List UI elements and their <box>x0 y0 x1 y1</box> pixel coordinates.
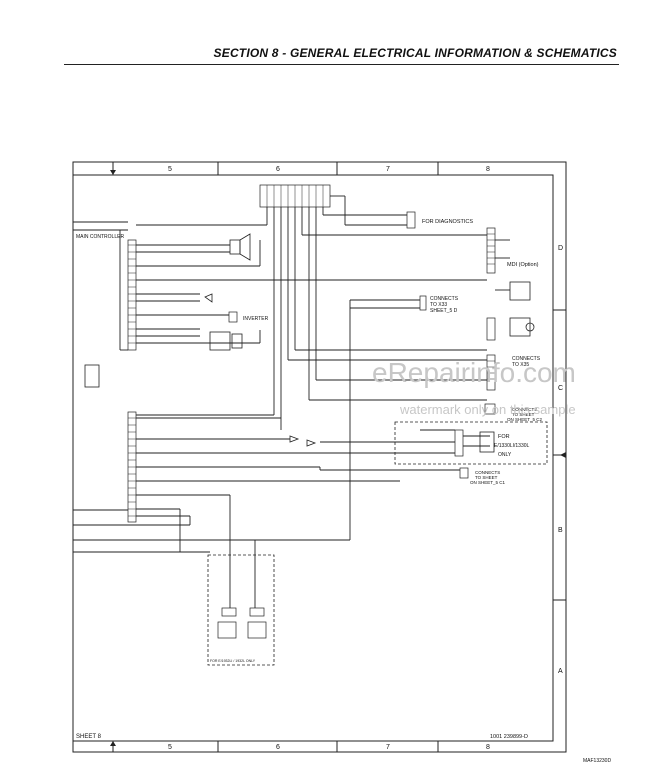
connects-x35-line1: CONNECTS <box>512 356 541 362</box>
watermark-line1: eRepairinfo.com <box>372 357 576 388</box>
col-label-6: 6 <box>276 166 280 173</box>
connects-x33-line3: SHEET_5 D <box>430 308 458 314</box>
col-label-5-bottom: 5 <box>168 744 172 751</box>
sheet-label: SHEET 8 <box>76 734 102 740</box>
connects-c2-line2: TO SHEET <box>512 412 535 417</box>
main-controller-connector-top <box>127 239 137 351</box>
connects-x33-line2: TO X33 <box>430 302 447 308</box>
mdi-connector <box>486 227 496 274</box>
x33-connector <box>419 295 427 311</box>
model-label: E/1330LI/1330L <box>494 443 530 449</box>
bottom-box-note: FOR E/1932LI / 1932L ONLY <box>210 659 256 663</box>
diode-icon <box>204 293 213 303</box>
col-label-6-bottom: 6 <box>276 744 280 751</box>
connects-c2-line1: CONNECTS <box>512 407 537 412</box>
drawing-number: 1001 239899-D <box>490 734 528 740</box>
right-device <box>509 317 531 337</box>
inverter-connector <box>228 311 238 323</box>
sheet-c1-connector <box>459 467 469 479</box>
x35-connector <box>486 354 496 391</box>
header-rule <box>64 64 619 65</box>
for-diagnostics-label: FOR DIAGNOSTICS <box>422 219 473 225</box>
mdi-option-label: MDI (Option) <box>507 262 539 268</box>
pot-right <box>247 621 267 639</box>
col-label-5: 5 <box>168 166 172 173</box>
page-ref: MAF13230D <box>583 758 611 764</box>
sheet-c2-connector <box>484 403 496 415</box>
connects-x33-line1: CONNECTS <box>430 296 459 302</box>
connects-c1-line2: TO SHEET <box>475 475 498 480</box>
col-label-8-bottom: 8 <box>486 744 490 751</box>
section-title: SECTION 8 - GENERAL ELECTRICAL INFORMATI… <box>213 46 617 60</box>
col-label-7: 7 <box>386 166 390 173</box>
row-label-b: B <box>558 527 563 534</box>
left-connector <box>84 364 100 388</box>
connects-c1-line3: ON SHEET_5 C1 <box>470 480 506 485</box>
col-label-8: 8 <box>486 166 490 173</box>
connects-c2-line3: ON SHEET_5 C2 <box>507 417 543 422</box>
alarm-device <box>229 239 241 255</box>
diode-icon-2 <box>289 435 300 443</box>
mdi-device <box>509 281 531 301</box>
connects-c1-line1: CONNECTS <box>475 470 500 475</box>
right-connector-mid <box>486 317 496 341</box>
option-device <box>479 431 495 453</box>
main-controller-label: MAIN CONTROLLER <box>76 234 124 240</box>
row-label-c: C <box>558 385 563 392</box>
col-label-7-bottom: 7 <box>386 744 390 751</box>
watermark-line2: watermark only on this sample <box>399 402 576 417</box>
diode-icon-3 <box>306 439 317 447</box>
horn-icon <box>239 233 251 261</box>
inner-frame <box>72 174 554 742</box>
for-label: FOR <box>498 434 510 440</box>
row-label-d: D <box>558 245 563 252</box>
diagnostics-connector <box>406 211 416 229</box>
row-label-a: A <box>558 668 563 675</box>
inverter-label: INVERTER <box>243 316 269 322</box>
option-dashed-box <box>394 421 548 465</box>
relay-device <box>209 331 231 351</box>
bottom-dashed-box <box>207 554 275 666</box>
option-connector <box>454 429 464 457</box>
pot-left <box>217 621 237 639</box>
connects-x35-line2: TO X35 <box>512 362 529 368</box>
only-label: ONLY <box>498 452 512 458</box>
